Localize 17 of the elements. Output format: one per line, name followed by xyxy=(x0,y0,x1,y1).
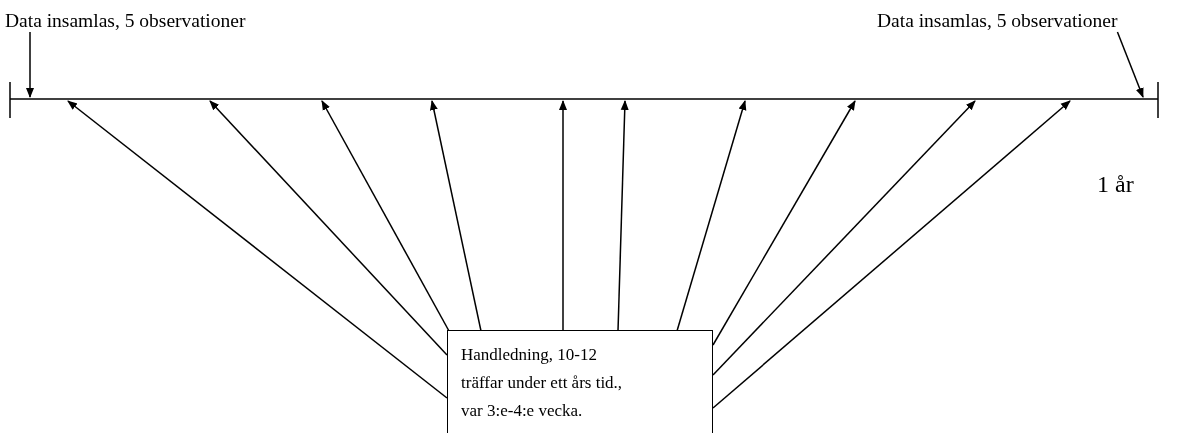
duration-label: 1 år xyxy=(1097,170,1134,198)
text-label: Data insamlas, 5 observationer xyxy=(5,10,246,32)
arrow xyxy=(712,100,1071,409)
arrow xyxy=(209,100,448,356)
box-text: Handledning, 10-12 träffar under ett års tid., var 3:e-4:e vecka. xyxy=(461,344,624,422)
arrow xyxy=(321,100,450,332)
arrow xyxy=(429,100,482,332)
text-label: Data insamlas, 5 observationer xyxy=(877,10,1118,32)
text-box xyxy=(447,330,713,433)
arrow xyxy=(1116,31,1144,98)
arrow xyxy=(617,100,629,332)
arrow xyxy=(559,100,567,332)
arrow xyxy=(26,31,34,98)
arrow xyxy=(67,100,448,399)
arrow xyxy=(712,100,976,376)
arrow xyxy=(676,100,747,332)
arrow xyxy=(712,100,856,346)
